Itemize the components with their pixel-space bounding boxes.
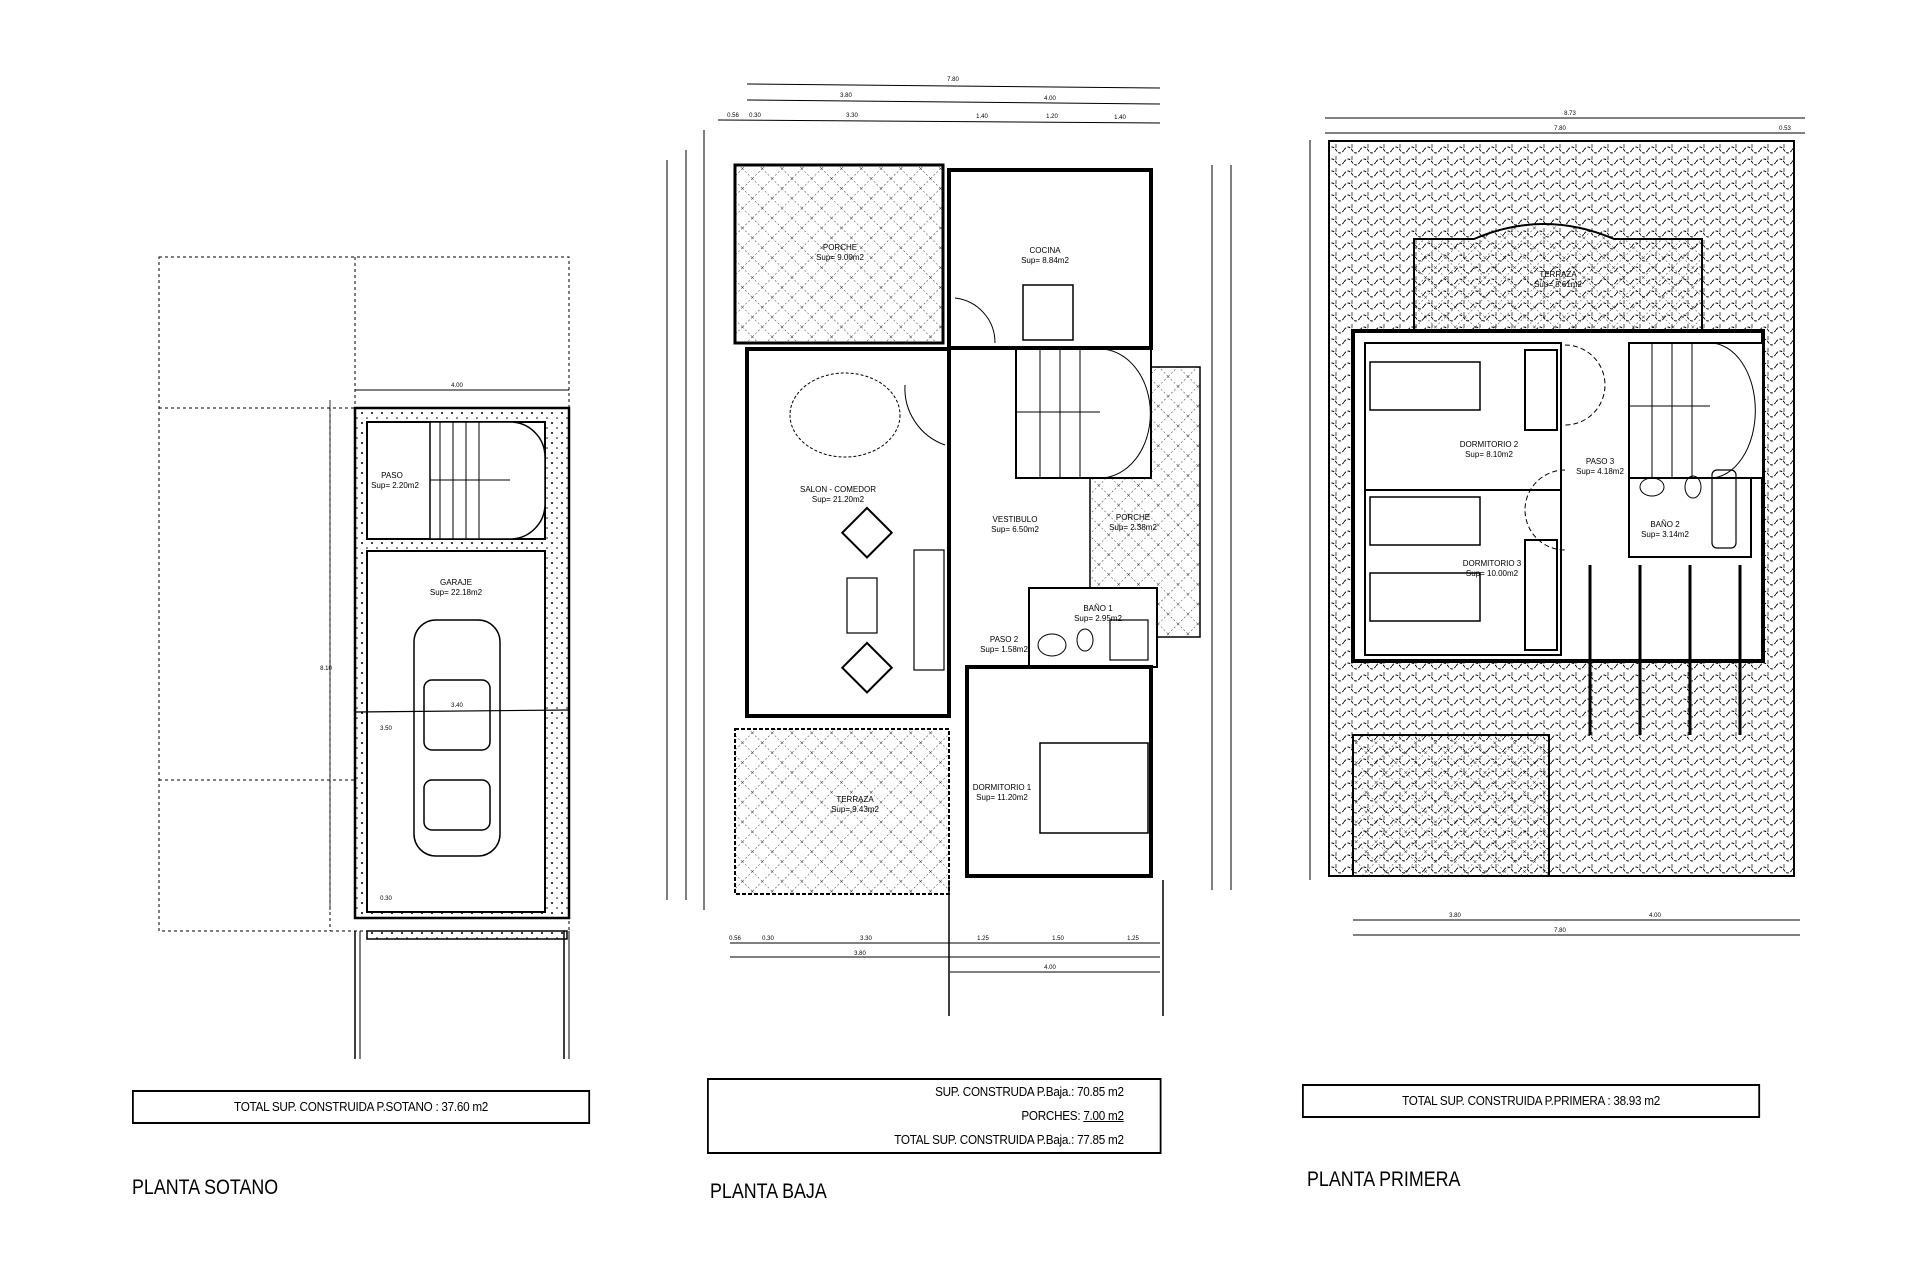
dim-label: 3.80 (840, 93, 852, 99)
room-name: SALON - COMEDOR (800, 485, 876, 494)
dim-label: 4.00 (1044, 965, 1056, 971)
dim-label: 3.80 (1449, 913, 1461, 919)
dim-label: 3.80 (854, 951, 866, 957)
dim-label: 3.30 (860, 936, 872, 942)
room-name: PASO (381, 471, 403, 480)
room-name: BAÑO 2 (1650, 520, 1680, 529)
dim-label: 0.30 (380, 896, 392, 902)
bathtub-icon (1711, 469, 1737, 549)
summary-label: TOTAL SUP. CONSTRUIDA P.Baja.: (894, 1132, 1075, 1147)
dim-label: 0.30 (749, 113, 761, 119)
summary-value: 7.00 m2 (1083, 1108, 1124, 1123)
room-name: DORMITORIO 1 (973, 783, 1032, 792)
wardrobe-icon (1524, 349, 1558, 431)
room-area: Sup= 3.14m2 (1641, 530, 1689, 539)
sofa-icon (913, 549, 945, 671)
dim-label: 1.40 (1114, 115, 1126, 121)
room-name: TERRAZA (1539, 270, 1577, 279)
room-area: Sup= 6.50m2 (991, 525, 1039, 534)
coffee-table-icon (846, 577, 878, 634)
room-area: Sup= 9.43m2 (831, 805, 879, 814)
room-area: Sup= 2.95m2 (1074, 614, 1122, 623)
dim-label: 3.50 (380, 726, 392, 732)
dim-label: 7.80 (947, 77, 959, 83)
dim-label: 0.53 (1779, 126, 1791, 132)
bed-icon (1369, 361, 1481, 411)
room-area: Sup= 8.10m2 (1465, 450, 1513, 459)
dim-label: 4.00 (1649, 913, 1661, 919)
summary-row-built: SUP. CONSTRUDA P.Baja.: 70.85 m2 (709, 1080, 1124, 1104)
room-area: Sup= 1.58m2 (980, 645, 1028, 654)
room-area: Sup= 8.84m2 (1021, 256, 1069, 265)
room-name: PORCHE (823, 243, 857, 252)
armchair-icon (840, 641, 894, 694)
dim-label: 4.00 (451, 383, 463, 389)
room-area: Sup= 8.61m2 (1534, 280, 1582, 289)
room-area: Sup= 9.00m2 (816, 253, 864, 262)
dim-label: 1.25 (1127, 936, 1139, 942)
summary-label: PORCHES: (1021, 1108, 1081, 1123)
summary-value: 70.85 m2 (1077, 1084, 1124, 1099)
armchair-icon (840, 506, 894, 559)
dim-label: 1.25 (977, 936, 989, 942)
room-area: Sup= 2.38m2 (1109, 523, 1157, 532)
room-name: PORCHE (1116, 513, 1150, 522)
room-name: DORMITORIO 2 (1460, 440, 1519, 449)
car-icon (413, 619, 501, 857)
plan-title-baja: PLANTA BAJA (710, 1180, 827, 1203)
summary-box-baja: SUP. CONSTRUDA P.Baja.: 70.85 m2 PORCHES… (707, 1078, 1162, 1154)
plan-title-primera: PLANTA PRIMERA (1307, 1168, 1461, 1191)
dim-label: 1.20 (1046, 114, 1058, 120)
wardrobe-icon (1524, 539, 1558, 651)
summary-label: SUP. CONSTRUDA P.Baja.: (935, 1084, 1075, 1099)
dim-label: 8.73 (1564, 111, 1576, 117)
dim-label: 0.56 (727, 113, 739, 119)
plan-baja: 7.80 3.80 4.00 0.56 0.30 3.30 1.40 1.20 … (666, 77, 1232, 1016)
bed-icon (1039, 742, 1149, 834)
room-name: COCINA (1029, 246, 1061, 255)
dim-label: 3.40 (451, 703, 463, 709)
summary-box-primera: TOTAL SUP. CONSTRUIDA P.PRIMERA : 38.93 … (1302, 1084, 1761, 1118)
summary-text: TOTAL SUP. CONSTRUIDA P.SOTANO : 37.60 m… (234, 1099, 489, 1114)
room-name: BAÑO 1 (1083, 604, 1113, 613)
room-area: Sup= 22.18m2 (430, 588, 483, 597)
table-icon (1022, 284, 1074, 341)
dim-label: 1.50 (1052, 936, 1064, 942)
bed-icon (1369, 572, 1481, 622)
plan-primera: 8.73 7.80 0.53 3.80 4.00 7.80 TERRAZA (1309, 111, 1805, 936)
plan-sotano: 4.00 3.40 8.10 3.50 0.30 PASO Sup= 2.20m… (158, 256, 571, 1059)
dim-label: 4.00 (1044, 96, 1056, 102)
dim-label: 3.30 (846, 113, 858, 119)
bed-icon (1369, 496, 1481, 546)
summary-text: TOTAL SUP. CONSTRUIDA P.PRIMERA : 38.93 … (1402, 1093, 1660, 1108)
room-name: GARAJE (440, 578, 472, 587)
room-name: PASO 2 (990, 635, 1019, 644)
dim-label: 0.30 (762, 936, 774, 942)
dim-label: 0.56 (729, 936, 741, 942)
dim-label: 7.80 (1554, 126, 1566, 132)
dim-label: 8.10 (320, 666, 332, 672)
plan-title-sotano: PLANTA SOTANO (132, 1176, 279, 1199)
summary-row-total: TOTAL SUP. CONSTRUIDA P.Baja.: 77.85 m2 (709, 1128, 1124, 1152)
room-area: Sup= 10.00m2 (1466, 569, 1519, 578)
dim-label: 7.80 (1554, 928, 1566, 934)
room-name: PASO 3 (1586, 457, 1615, 466)
room-area: Sup= 11.20m2 (976, 793, 1028, 802)
room-area: Sup= 21.20m2 (812, 495, 865, 504)
room-name: DORMITORIO 3 (1463, 559, 1522, 568)
room-name: TERRAZA (836, 795, 874, 804)
room-area: Sup= 4.18m2 (1576, 467, 1624, 476)
room-area: Sup= 2.20m2 (371, 481, 419, 490)
summary-value: 77.85 m2 (1077, 1132, 1124, 1147)
summary-box-sotano: TOTAL SUP. CONSTRUIDA P.SOTANO : 37.60 m… (132, 1090, 591, 1124)
summary-row-porches: PORCHES: 7.00 m2 (709, 1104, 1124, 1128)
dining-table-icon (789, 372, 901, 458)
room-name: VESTIBULO (993, 515, 1038, 524)
dim-label: 1.40 (976, 114, 988, 120)
